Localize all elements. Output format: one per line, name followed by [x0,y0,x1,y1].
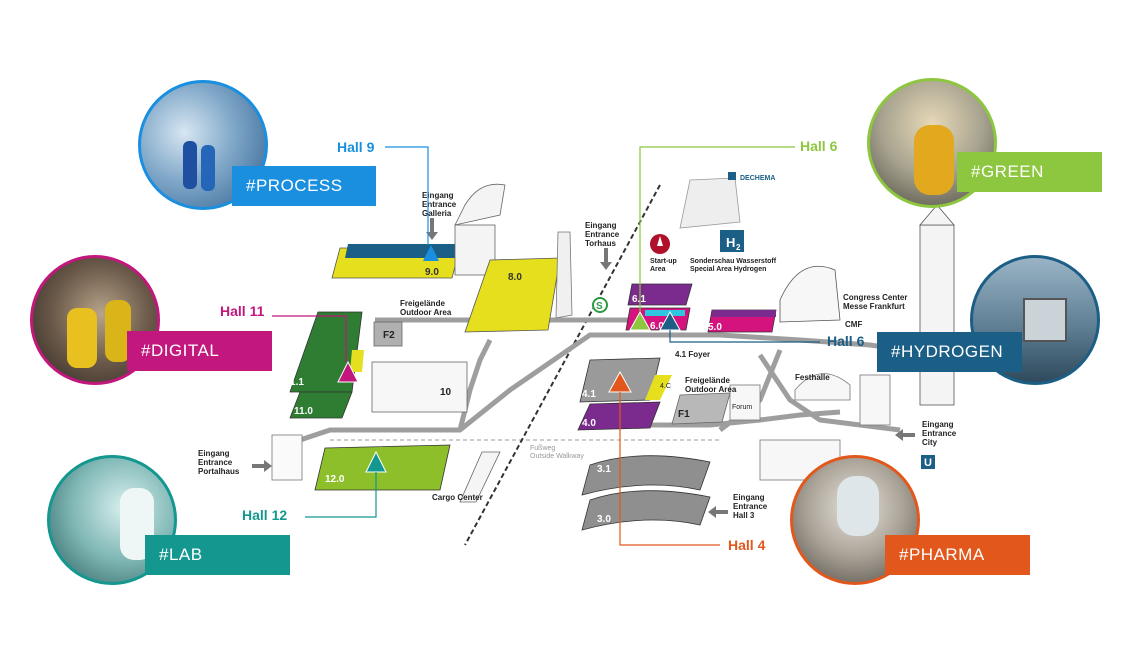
entrance-arrows [252,218,915,518]
svg-text:Galleria: Galleria [422,209,452,218]
hall-9-label: 9.0 [425,267,439,278]
tag-digital[interactable]: #DIGITAL [127,331,272,371]
forum-building [729,384,761,421]
svg-text:Entrance: Entrance [922,429,957,438]
svg-text:Entrance: Entrance [198,458,233,467]
svg-text:Portalhaus: Portalhaus [198,467,240,476]
hall-10-label: 10 [440,387,452,398]
svg-text:Eingang: Eingang [922,420,954,429]
hall-9-marker[interactable] [423,245,439,261]
dechema-logo-icon [728,172,736,180]
festhalle-building [794,373,851,401]
hall-6-0-label: 6.0 [650,321,664,332]
svg-text:Special Area Hydrogen: Special Area Hydrogen [690,266,766,273]
svg-text:Outdoor Area: Outdoor Area [685,385,737,394]
hall-5-label: 5.0 [708,322,722,333]
svg-text:U: U [924,457,932,469]
f1-area [671,392,731,425]
svg-text:Area: Area [650,266,666,273]
hall-12-callout[interactable]: Hall 12 [242,507,288,523]
hall-4-1-label: 4.1 [582,389,596,400]
hall-4-callout[interactable]: Hall 4 [728,537,766,553]
svg-text:H: H [726,235,735,250]
svg-text:Eingang: Eingang [585,221,617,230]
hall-11-0-label: 11.0 [294,406,313,417]
hall-4c-label: 4.C [660,383,671,390]
f2-label: F2 [383,330,395,341]
tag-pharma[interactable]: #PHARMA [885,535,1030,575]
hall-11-marker[interactable] [337,360,359,383]
galleria-building [454,183,506,226]
hall-11-1-label: 11.1 [285,377,304,388]
festhalle-label: Festhalle [795,373,830,382]
svg-text:Outdoor Area: Outdoor Area [400,308,452,317]
hall-8-label: 8.0 [508,272,522,283]
worker-figure [67,308,97,368]
hall-3-0-shape[interactable] [581,490,711,531]
svg-text:Messe Frankfurt: Messe Frankfurt [843,302,905,311]
u-bahn-icon [921,455,935,469]
tag-hydrogen[interactable]: #HYDROGEN [877,332,1022,372]
dechema-label: DECHEMA [740,175,775,182]
svg-text:Eingang: Eingang [198,449,230,458]
svg-text:City: City [922,438,938,447]
hall-12-label: 12.0 [325,474,345,485]
hydrogen-h2-icon [720,230,744,252]
tag-green[interactable]: #GREEN [957,152,1102,192]
hall-3-1-shape[interactable] [581,455,711,496]
hall-10-shape[interactable] [371,361,468,413]
offshore-platform [1023,298,1067,342]
hall-11-0-shape[interactable] [289,391,353,419]
hall-3-0-label: 3.0 [597,514,611,525]
engineer-figure [914,125,954,195]
svg-text:Hall 3: Hall 3 [733,511,755,520]
dechema-building [679,177,741,229]
pharma-worker-figure [837,476,879,536]
cmf-label: CMF [845,320,862,329]
svg-text:Eingang: Eingang [733,493,765,502]
tag-process[interactable]: #PROCESS [232,166,376,206]
svg-text:Freigelände: Freigelände [400,299,445,308]
hall-6-1-shape[interactable] [627,283,693,306]
cargo-label: Cargo Center [432,493,483,502]
tag-lab[interactable]: #LAB [145,535,290,575]
hall-6-1-label: 6.1 [632,294,646,305]
foyer-label: 4.1 Foyer [675,350,710,359]
hall-9-upper[interactable] [345,244,463,258]
svg-text:Congress Center: Congress Center [843,293,907,302]
hall-6-callout-hydrogen[interactable]: Hall 6 [827,333,865,349]
svg-text:Entrance: Entrance [585,230,620,239]
svg-text:Sonderschau Wasserstoff: Sonderschau Wasserstoff [690,258,777,265]
torhaus-tower [555,231,573,319]
worker-figure [183,141,197,189]
f1-label: F1 [678,409,690,420]
cargo-building [459,451,501,503]
hall-6-callout-green[interactable]: Hall 6 [800,138,838,154]
svg-text:2: 2 [736,243,741,252]
hall-8-shape[interactable] [464,257,561,333]
svg-text:Entrance: Entrance [422,200,457,209]
callout-lines [272,146,820,546]
svg-text:S: S [596,301,603,312]
f2-area [373,321,403,347]
hall-4-0-shape[interactable] [577,401,661,431]
svg-text:Eingang: Eingang [422,191,454,200]
svg-text:Entrance: Entrance [733,502,768,511]
svg-text:Start-up: Start-up [650,258,677,265]
svg-text:Freigelände: Freigelände [685,376,730,385]
hall-9-callout[interactable]: Hall 9 [337,139,375,155]
s-bahn-icon [592,297,608,313]
svg-text:Torhaus: Torhaus [585,239,617,248]
railway-line [464,184,661,546]
svg-text:Outside Walkway: Outside Walkway [530,453,584,460]
hall-6-marker-green[interactable] [629,310,651,331]
hall-4-0-label: 4.0 [582,418,596,429]
messeturm [919,224,955,406]
congress-center [779,265,841,323]
hall-11-callout[interactable]: Hall 11 [220,303,265,319]
svg-text:Fußweg: Fußweg [530,445,555,452]
forum-label: Forum [732,404,752,411]
hall-3-1-label: 3.1 [597,464,611,475]
